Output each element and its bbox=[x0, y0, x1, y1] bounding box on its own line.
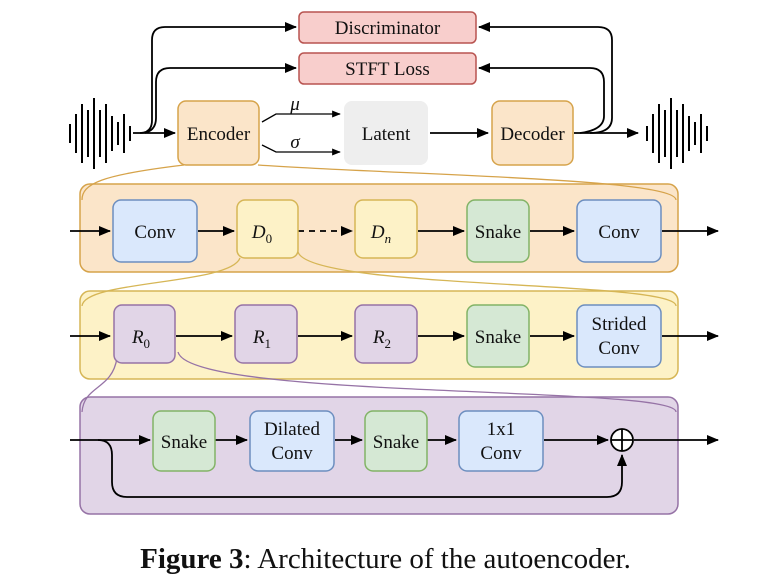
enc-conv2-label: Conv bbox=[598, 222, 640, 243]
strided-conv-label-2: Conv bbox=[598, 338, 640, 359]
r1-main: R bbox=[252, 327, 265, 348]
output-waveform-icon bbox=[646, 98, 708, 169]
dn-main: D bbox=[370, 222, 385, 243]
input-waveform-icon bbox=[69, 98, 131, 169]
enc-conv-label: Conv bbox=[134, 222, 176, 243]
r0-sub: 0 bbox=[144, 336, 151, 351]
discriminator-label: Discriminator bbox=[335, 18, 441, 39]
r1-label: R1 bbox=[252, 327, 271, 351]
res-snake2-box bbox=[364, 410, 428, 472]
onexone-conv-label-1: 1x1 bbox=[487, 419, 516, 440]
dilated-conv-label-1: Dilated bbox=[264, 419, 320, 440]
stft-loss-label: STFT Loss bbox=[345, 59, 430, 80]
decoder-label: Decoder bbox=[500, 124, 565, 145]
latent-label: Latent bbox=[362, 124, 411, 145]
arrow-input-discriminator bbox=[139, 22, 297, 134]
sigma-label: σ bbox=[290, 132, 300, 153]
zoom-line-residual-left bbox=[81, 357, 118, 413]
arrow-output-stft bbox=[478, 63, 605, 134]
res-snake2-label: Snake bbox=[373, 432, 419, 453]
caption-text: : Architecture of the autoencoder. bbox=[243, 543, 631, 575]
r2-box bbox=[354, 304, 418, 364]
figure-caption: Figure 3: Architecture of the autoencode… bbox=[0, 543, 771, 576]
enc-conv-box bbox=[112, 199, 198, 263]
r2-label: R2 bbox=[372, 327, 391, 351]
r2-sub: 2 bbox=[385, 336, 392, 351]
stft-loss-box bbox=[298, 52, 477, 85]
encoder-box bbox=[177, 100, 260, 166]
strided-conv-label-1: Strided bbox=[592, 314, 647, 335]
d0-box bbox=[236, 199, 299, 259]
enc-conv2-box bbox=[576, 199, 662, 263]
d0-main: D bbox=[251, 222, 266, 243]
onexone-conv-box bbox=[458, 410, 544, 472]
d0-sub: 0 bbox=[266, 231, 273, 246]
enc-snake-label: Snake bbox=[475, 222, 521, 243]
arrow-input-stft bbox=[144, 63, 297, 134]
decoder-box bbox=[491, 100, 574, 166]
dilated-conv-label-2: Conv bbox=[271, 443, 313, 464]
dn-box bbox=[354, 199, 418, 259]
zoom-line-block-left bbox=[81, 257, 241, 307]
zoom-line-residual-right bbox=[177, 351, 677, 413]
r0-label: R0 bbox=[131, 327, 150, 351]
res-snake1-box bbox=[152, 410, 216, 472]
dilated-conv-box bbox=[249, 410, 335, 472]
dn-label: Dn bbox=[370, 222, 391, 246]
arrow-sigma bbox=[261, 144, 341, 156]
zoom-line-encoder-left bbox=[81, 164, 185, 201]
onexone-conv-label-2: Conv bbox=[480, 443, 522, 464]
r0-box bbox=[113, 304, 176, 364]
add-operator-icon bbox=[610, 428, 634, 452]
arrow-mu bbox=[261, 110, 341, 123]
r1-sub: 1 bbox=[265, 336, 272, 351]
d0-label: D0 bbox=[251, 222, 272, 246]
enc-snake-box bbox=[466, 199, 530, 263]
r2-main: R bbox=[372, 327, 385, 348]
caption-label: Figure 3 bbox=[140, 543, 244, 575]
zoom-line-block-right bbox=[297, 251, 677, 307]
zoom-line-encoder-right bbox=[257, 164, 677, 201]
strided-conv-box bbox=[576, 304, 662, 368]
res-snake1-label: Snake bbox=[161, 432, 207, 453]
arrow-output-discriminator bbox=[478, 22, 613, 134]
arrow-skip-connection bbox=[97, 439, 627, 498]
blk-snake-box bbox=[466, 304, 530, 368]
dn-sub: n bbox=[385, 231, 392, 246]
r0-main: R bbox=[131, 327, 144, 348]
discriminator-box bbox=[298, 11, 477, 44]
latent-box bbox=[344, 101, 428, 165]
r1-box bbox=[234, 304, 298, 364]
blk-snake-label: Snake bbox=[475, 327, 521, 348]
encoder-label: Encoder bbox=[187, 124, 251, 145]
mu-label: μ bbox=[289, 94, 300, 115]
